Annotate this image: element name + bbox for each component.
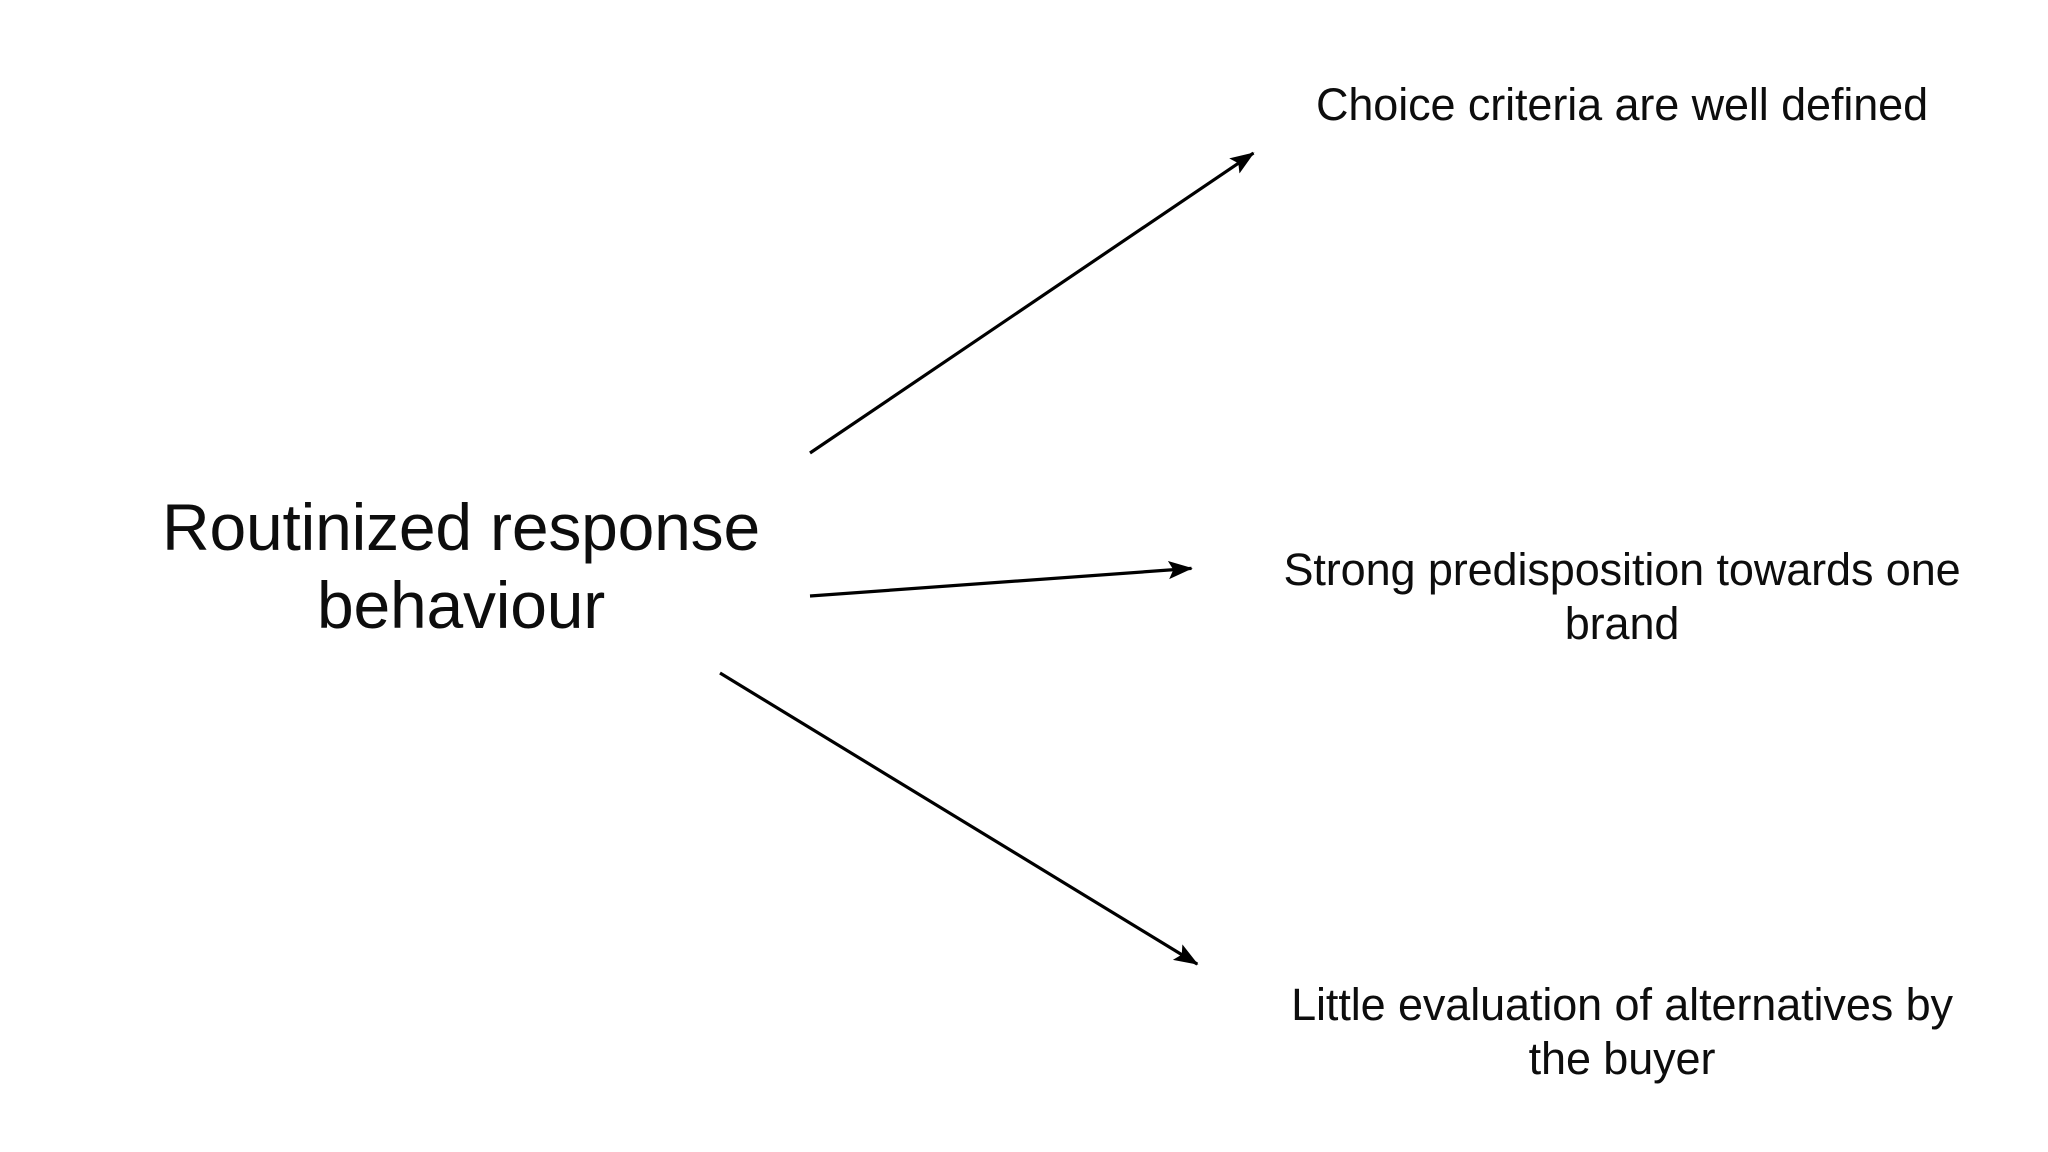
branch-label-choice-criteria: Choice criteria are well defined bbox=[1315, 79, 1929, 130]
branch-label-strong-predisposition: Strong predisposition towards one brand bbox=[1283, 544, 1961, 649]
branch-label-little-evaluation: Little evaluation of alternatives by the… bbox=[1291, 979, 1953, 1084]
connector-arrow-choice-criteria bbox=[809, 151, 1255, 455]
connector-arrow-little-evaluation bbox=[719, 671, 1199, 966]
connector-arrow-strong-predisposition bbox=[809, 560, 1193, 598]
source-node-label: Routinized response behaviour bbox=[162, 490, 760, 642]
